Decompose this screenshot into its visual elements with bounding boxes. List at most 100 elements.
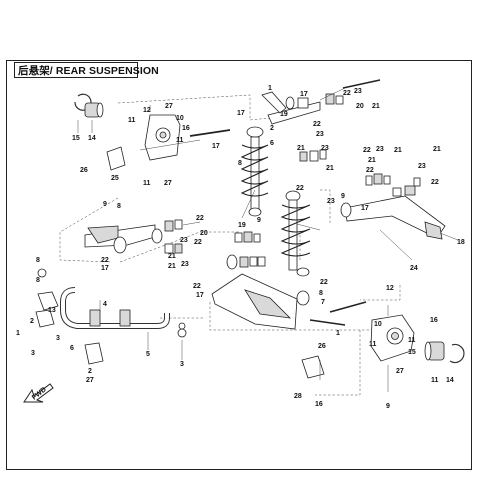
callout: 16 (315, 401, 323, 408)
left-lower-arm-assembly (84, 219, 201, 254)
callout: 17 (196, 292, 204, 299)
callout: 11 (369, 341, 377, 348)
callout: 22 (193, 283, 201, 290)
callout: 22 (320, 279, 328, 286)
callout: 12 (143, 107, 151, 114)
callout: 27 (164, 180, 172, 187)
callout: 1 (336, 330, 340, 337)
callout: 18 (457, 239, 465, 246)
callout: 14 (446, 377, 454, 384)
callout: 22 (366, 167, 374, 174)
callout: 11 (408, 337, 416, 344)
callout: 22 (343, 90, 351, 97)
callout: 5 (146, 351, 150, 358)
diagram-title: 后悬架/ REAR SUSPENSION (18, 65, 159, 77)
left-knuckle-group (74, 93, 231, 171)
callout: 6 (270, 140, 274, 147)
callout: 23 (327, 198, 335, 205)
callout: 24 (410, 265, 418, 272)
callout: 2 (270, 125, 274, 132)
callout: 26 (318, 343, 326, 350)
callout: 22 (313, 121, 321, 128)
callout: 4 (103, 301, 107, 308)
callout: 23 (321, 145, 329, 152)
callout: 22 (363, 147, 371, 154)
callout: 17 (237, 110, 245, 117)
callout: 21 (168, 263, 176, 270)
lower-control-arm (211, 231, 346, 330)
callout: 27 (165, 103, 173, 110)
callout: 27 (86, 377, 94, 384)
callout: 20 (200, 230, 208, 237)
callout: 2 (88, 368, 92, 375)
callout: 7 (321, 299, 325, 306)
callout: 8 (36, 257, 40, 264)
callout: 8 (117, 203, 121, 210)
callout: 23 (181, 261, 189, 268)
callout: 3 (56, 335, 60, 342)
callout: 3 (180, 361, 184, 368)
right-knuckle-group (301, 301, 465, 379)
callout: 11 (143, 180, 151, 187)
callout: 1 (16, 330, 20, 337)
callout: 17 (300, 91, 308, 98)
callout: 20 (356, 103, 364, 110)
upper-control-arm-top (261, 79, 381, 162)
callout: 16 (182, 125, 190, 132)
diagram-frame (6, 60, 472, 470)
callout: 17 (101, 265, 109, 272)
callout: 17 (212, 143, 220, 150)
callout: 21 (372, 103, 380, 110)
callout-labels: 12 27 11 10 16 11 15 14 26 25 11 27 17 1… (16, 85, 465, 410)
callout: 22 (196, 215, 204, 222)
callout: 21 (168, 253, 176, 260)
right-shock-absorber (280, 190, 311, 277)
title-box (14, 62, 138, 78)
callout: 19 (280, 111, 288, 118)
left-caliper-bracket (106, 146, 126, 171)
fwd-arrow: FWD (23, 383, 54, 403)
callout: 21 (368, 157, 376, 164)
callout: 9 (103, 201, 107, 208)
callout: 11 (128, 117, 136, 124)
callout: 1 (268, 85, 272, 92)
callout: 23 (376, 146, 384, 153)
callout: 23 (354, 88, 362, 95)
callout: 22 (194, 239, 202, 246)
callout: 15 (72, 135, 80, 142)
callout: 17 (361, 205, 369, 212)
callout: 16 (430, 317, 438, 324)
callout: 12 (386, 285, 394, 292)
stabilizer-bar (35, 268, 187, 365)
callout: 9 (257, 217, 261, 224)
callout: 3 (31, 350, 35, 357)
callout: 21 (394, 147, 402, 154)
callout: 6 (70, 345, 74, 352)
callout: 21 (297, 145, 305, 152)
callout: 27 (396, 368, 404, 375)
callout: 23 (180, 237, 188, 244)
callout: 11 (431, 377, 439, 384)
callout: 26 (80, 167, 88, 174)
callout: 28 (294, 393, 302, 400)
callout: 8 (319, 290, 323, 297)
callout: 21 (326, 165, 334, 172)
callout: 9 (386, 403, 390, 410)
callout: 22 (296, 185, 304, 192)
callout: 11 (176, 137, 184, 144)
callout: 14 (88, 135, 96, 142)
callout: 23 (316, 131, 324, 138)
callout: 13 (48, 307, 56, 314)
callout: 9 (341, 193, 345, 200)
callout: 25 (111, 175, 119, 182)
callout: 22 (431, 179, 439, 186)
callout: 10 (176, 115, 184, 122)
callout: 10 (374, 321, 382, 328)
callout: 8 (36, 277, 40, 284)
callout: 23 (418, 163, 426, 170)
callout: 19 (238, 222, 246, 229)
right-upper-control-arm (340, 173, 459, 241)
leader-lines (77, 105, 413, 392)
callout: 15 (408, 349, 416, 356)
callout: 2 (30, 318, 34, 325)
